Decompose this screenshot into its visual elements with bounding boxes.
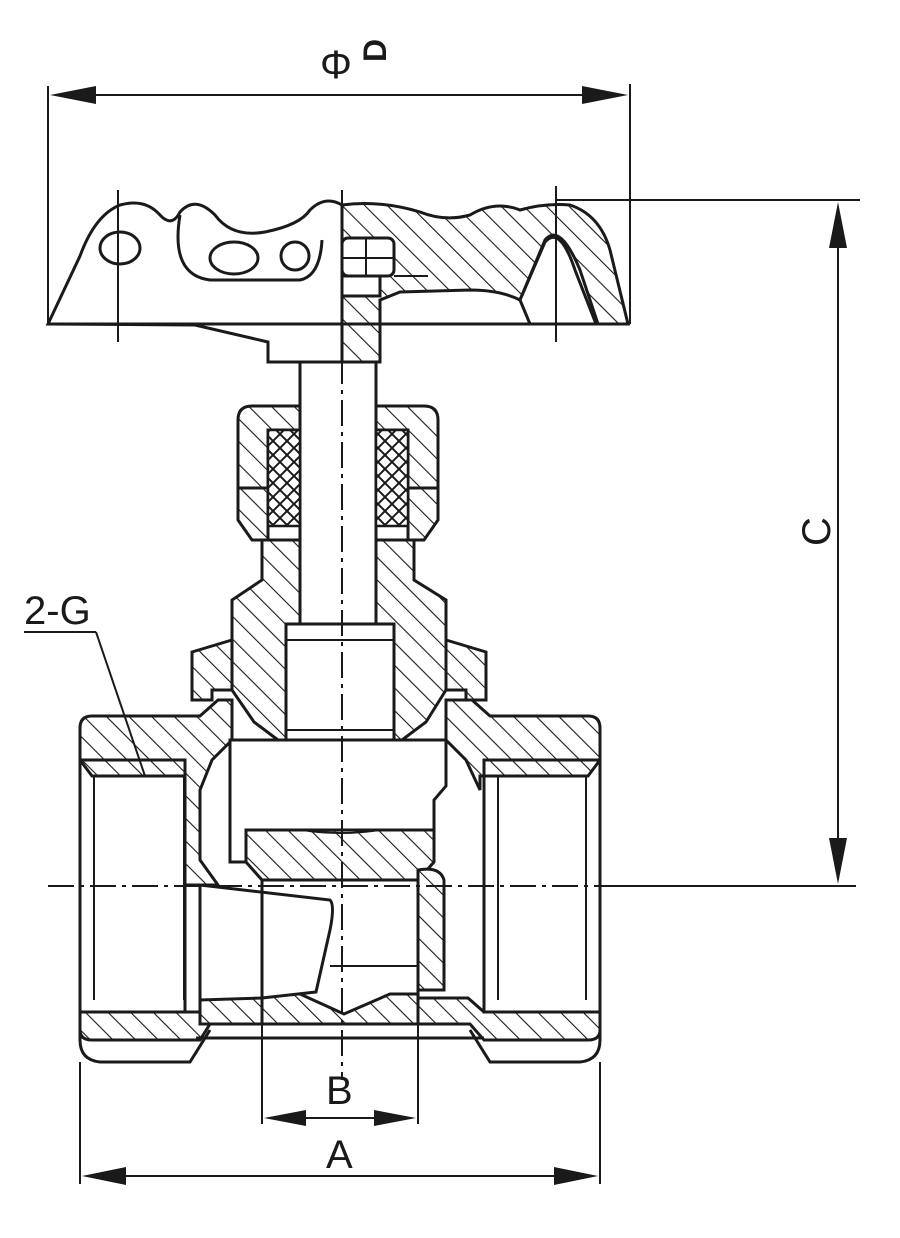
dimension-label-c: C <box>795 517 839 546</box>
dimension-thread: 2-G <box>24 589 146 777</box>
dimension-d: Φ D <box>47 39 631 324</box>
bonnet <box>190 538 488 749</box>
dimension-a: A <box>79 1062 601 1185</box>
dimension-label-a: A <box>326 1133 353 1177</box>
phi-symbol: Φ <box>320 43 352 87</box>
handwheel <box>45 186 630 364</box>
dimension-label-d: D <box>357 39 393 62</box>
dimension-label-b: B <box>326 1069 353 1113</box>
dimension-b: B <box>261 1024 419 1126</box>
valve-body <box>78 698 602 1064</box>
dimension-c: C <box>556 199 860 887</box>
center-lines <box>48 190 620 1080</box>
valve-stem <box>298 360 378 626</box>
thread-label-2-g: 2-G <box>24 589 91 633</box>
